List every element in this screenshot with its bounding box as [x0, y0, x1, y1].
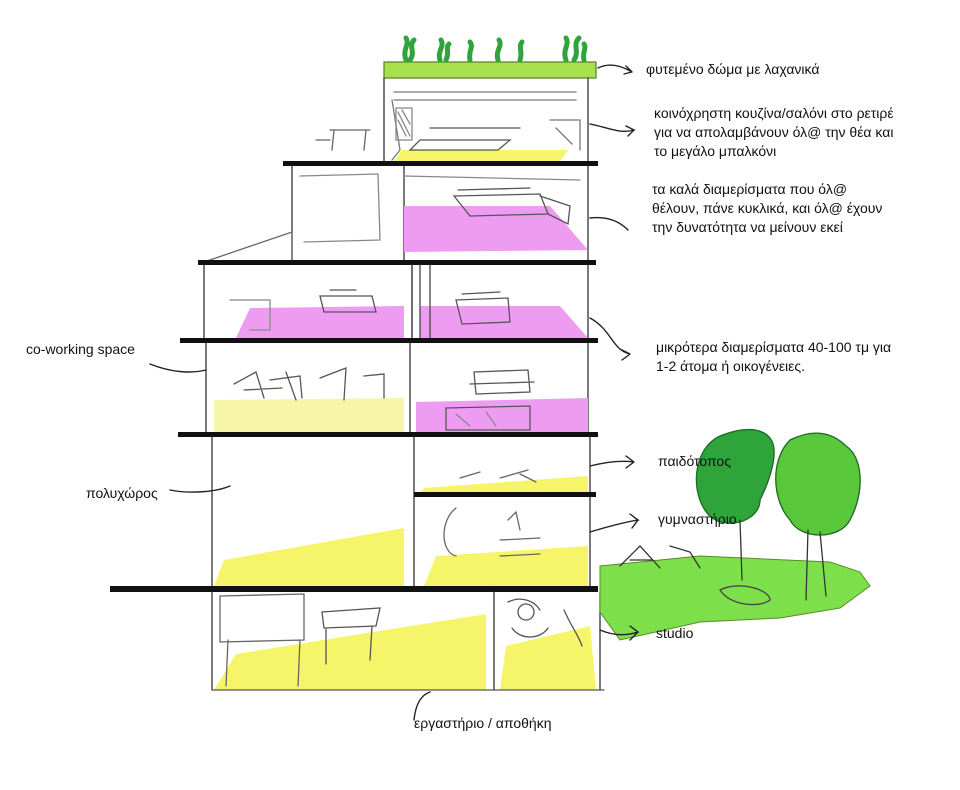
label-apartments-small-line: μικρότερα διαμερίσματα 40-100 τμ για: [656, 339, 892, 355]
annotation-arrows: [149, 64, 640, 721]
label-penthouse-line: κοινόχρηστη κουζίνα/σαλόνι στο ρετιρέ: [654, 105, 894, 121]
coworking-level: [205, 342, 589, 435]
multispace-level: [211, 436, 596, 591]
label-penthouse: κοινόχρηστη κουζίνα/σαλόνι στο ρετιρέ γι…: [654, 104, 954, 161]
label-coworking: co-working space: [26, 341, 135, 357]
label-apartments-good: τα καλά διαμερίσματα που όλ@ θέλουν, πάν…: [652, 180, 952, 237]
apartments-small-level-upper: [203, 264, 589, 341]
label-multispace: πολυχώρος: [86, 485, 158, 501]
label-apartments-small-line: 1-2 άτομα ή οικογένειες.: [656, 358, 806, 374]
apartments-good-level: [203, 165, 589, 263]
label-penthouse-line: για να απολαμβάνουν όλ@ την θέα και: [654, 124, 894, 140]
label-apartments-good-line: θέλουν, πάνε κυκλικά, και όλ@ έχουν: [652, 200, 883, 216]
label-apartments-small: μικρότερα διαμερίσματα 40-100 τμ για 1-2…: [656, 338, 956, 376]
ground-level: [211, 591, 605, 691]
label-workshop: εργαστήριο / αποθήκη: [414, 715, 552, 731]
label-apartments-good-line: την δυνατότητα να μείνουν εκεί: [652, 219, 843, 235]
label-studio: studio: [656, 625, 694, 641]
floor-slab: [198, 260, 596, 265]
label-roof: φυτεμένο δώμα με λαχανικά: [646, 61, 820, 77]
label-penthouse-line: το μεγάλο μπαλκόνι: [654, 143, 777, 159]
floor-slab: [178, 432, 598, 437]
ground-slab: [110, 586, 598, 592]
floor-slab: [283, 161, 598, 166]
garden: [599, 428, 871, 641]
label-gym: γυμναστήριο: [658, 511, 737, 527]
label-playground: παιδότοπος: [658, 453, 731, 469]
label-apartments-good-line: τα καλά διαμερίσματα που όλ@: [652, 181, 848, 197]
penthouse-level: [315, 77, 589, 165]
roof-garden: [383, 35, 597, 79]
floor-slab: [180, 338, 598, 343]
